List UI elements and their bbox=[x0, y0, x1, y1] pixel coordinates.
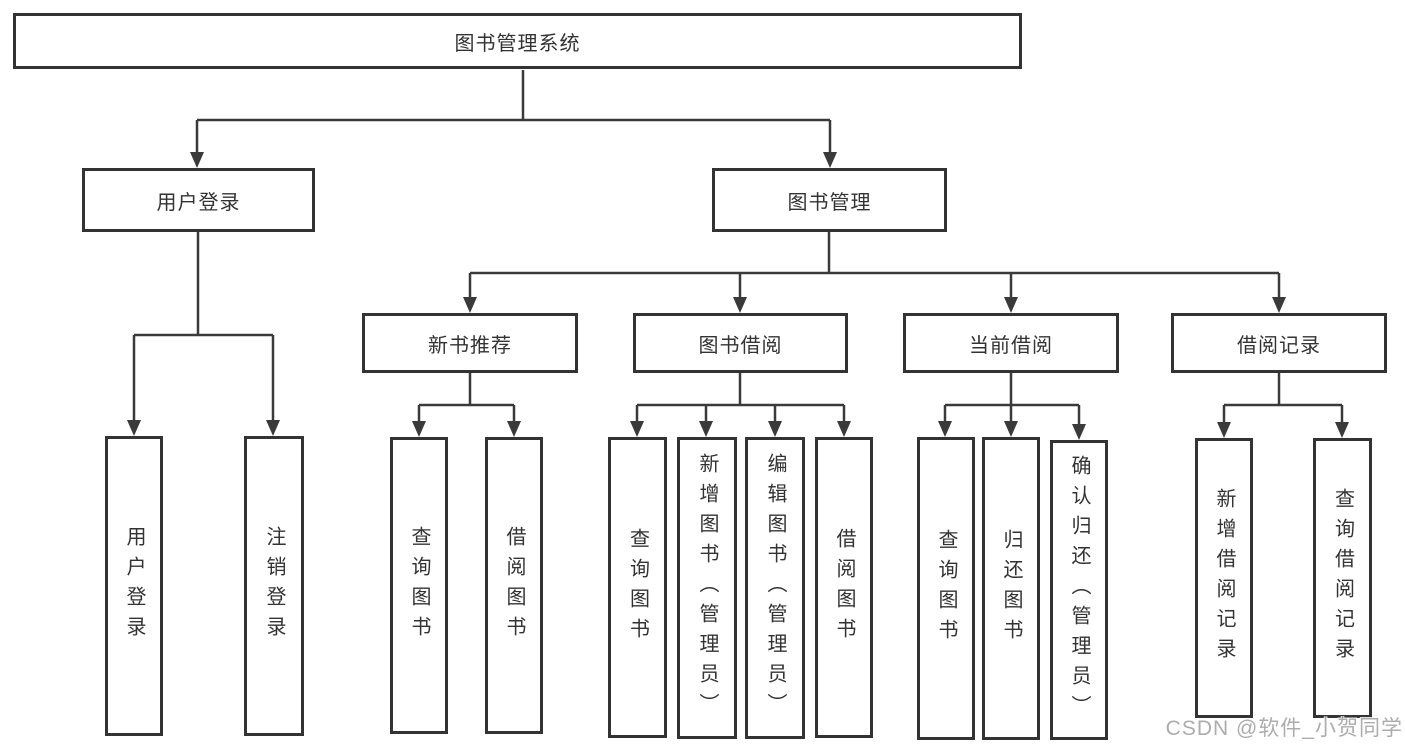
leaf-records-add-borrow-record: 新增借阅记录 bbox=[1195, 438, 1253, 718]
node-label: 借阅记录 bbox=[1237, 334, 1321, 357]
leaf-label: 新增图书（管理员） bbox=[696, 453, 718, 723]
node-label: 图书借阅 bbox=[698, 334, 783, 357]
node-user-login: 用户登录 bbox=[82, 168, 315, 232]
leaf-borrowing-edit-books-admin: 编辑图书（管理员） bbox=[745, 437, 805, 739]
leaf-label: 查询借阅记录 bbox=[1331, 488, 1354, 668]
leaf-borrowing-borrow-books: 借阅图书 bbox=[815, 437, 873, 738]
leaf-current-confirm-return-admin: 确认归还（管理员） bbox=[1050, 440, 1108, 740]
node-label: 用户登录 bbox=[156, 191, 241, 214]
leaf-label: 查询图书 bbox=[626, 527, 649, 648]
leaf-label: 查询图书 bbox=[935, 528, 957, 649]
node-root-library-management-system: 图书管理系统 bbox=[13, 13, 1022, 69]
node-new-book-recommend: 新书推荐 bbox=[362, 313, 578, 373]
leaf-current-query-books: 查询图书 bbox=[917, 437, 975, 740]
leaf-newrec-borrow-books: 借阅图书 bbox=[485, 437, 543, 734]
leaf-label: 注销登录 bbox=[263, 526, 285, 646]
node-book-borrowing: 图书借阅 bbox=[633, 313, 848, 373]
node-label: 当前借阅 bbox=[969, 334, 1053, 357]
leaf-label: 归还图书 bbox=[1000, 528, 1022, 649]
leaf-newrec-query-books: 查询图书 bbox=[390, 437, 448, 734]
leaf-label: 新增借阅记录 bbox=[1213, 488, 1235, 668]
node-label: 图书管理 bbox=[787, 191, 872, 214]
leaf-logout-login: 注销登录 bbox=[244, 436, 304, 736]
node-label: 图书管理系统 bbox=[454, 32, 581, 55]
leaf-records-query-borrow-record: 查询借阅记录 bbox=[1313, 438, 1372, 718]
leaf-label: 借阅图书 bbox=[503, 525, 525, 646]
csdn-watermark: CSDN @软件_小贺同学 bbox=[1165, 717, 1403, 740]
node-label: 新书推荐 bbox=[428, 334, 512, 357]
leaf-label: 借阅图书 bbox=[833, 527, 855, 648]
leaf-label: 用户登录 bbox=[123, 526, 145, 646]
node-current-borrowing: 当前借阅 bbox=[903, 313, 1119, 373]
leaf-label: 查询图书 bbox=[408, 525, 430, 646]
leaf-label: 编辑图书（管理员） bbox=[764, 453, 786, 723]
leaf-borrowing-query-books: 查询图书 bbox=[608, 437, 667, 738]
leaf-borrowing-add-books-admin: 新增图书（管理员） bbox=[677, 437, 737, 739]
node-borrow-records: 借阅记录 bbox=[1171, 313, 1387, 373]
arrowheads bbox=[127, 152, 1349, 440]
leaf-user-login: 用户登录 bbox=[105, 436, 163, 736]
node-book-management: 图书管理 bbox=[712, 168, 947, 232]
leaf-label: 确认归还（管理员） bbox=[1068, 455, 1090, 725]
leaf-current-return-books: 归还图书 bbox=[982, 437, 1040, 740]
